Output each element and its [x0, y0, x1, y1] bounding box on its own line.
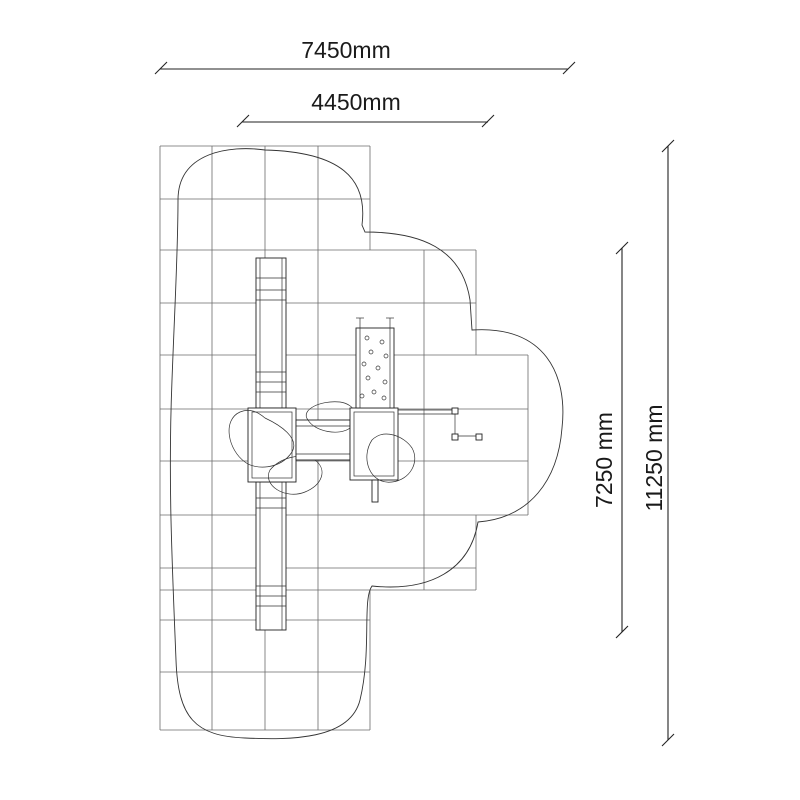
overall-width-dimension [154, 61, 576, 75]
overall-width-label: 7450mm [301, 37, 390, 63]
overall-height-dimension [661, 139, 675, 747]
side-rail-feature [398, 407, 483, 441]
left-tower [228, 407, 323, 495]
tile-grid [159, 145, 529, 731]
upper-walkway [255, 257, 287, 409]
safety-zone-outline [169, 148, 564, 740]
inner-height-dimension [615, 241, 629, 639]
inner-height-label: 7250 mm [591, 412, 617, 508]
climbing-wall [355, 317, 395, 409]
inner-width-label: 4450mm [311, 89, 400, 115]
bridge [295, 401, 357, 461]
lower-walkway [255, 481, 287, 631]
inner-width-dimension [236, 114, 495, 128]
overall-height-label: 11250 mm [641, 405, 667, 512]
right-tower [349, 407, 416, 503]
